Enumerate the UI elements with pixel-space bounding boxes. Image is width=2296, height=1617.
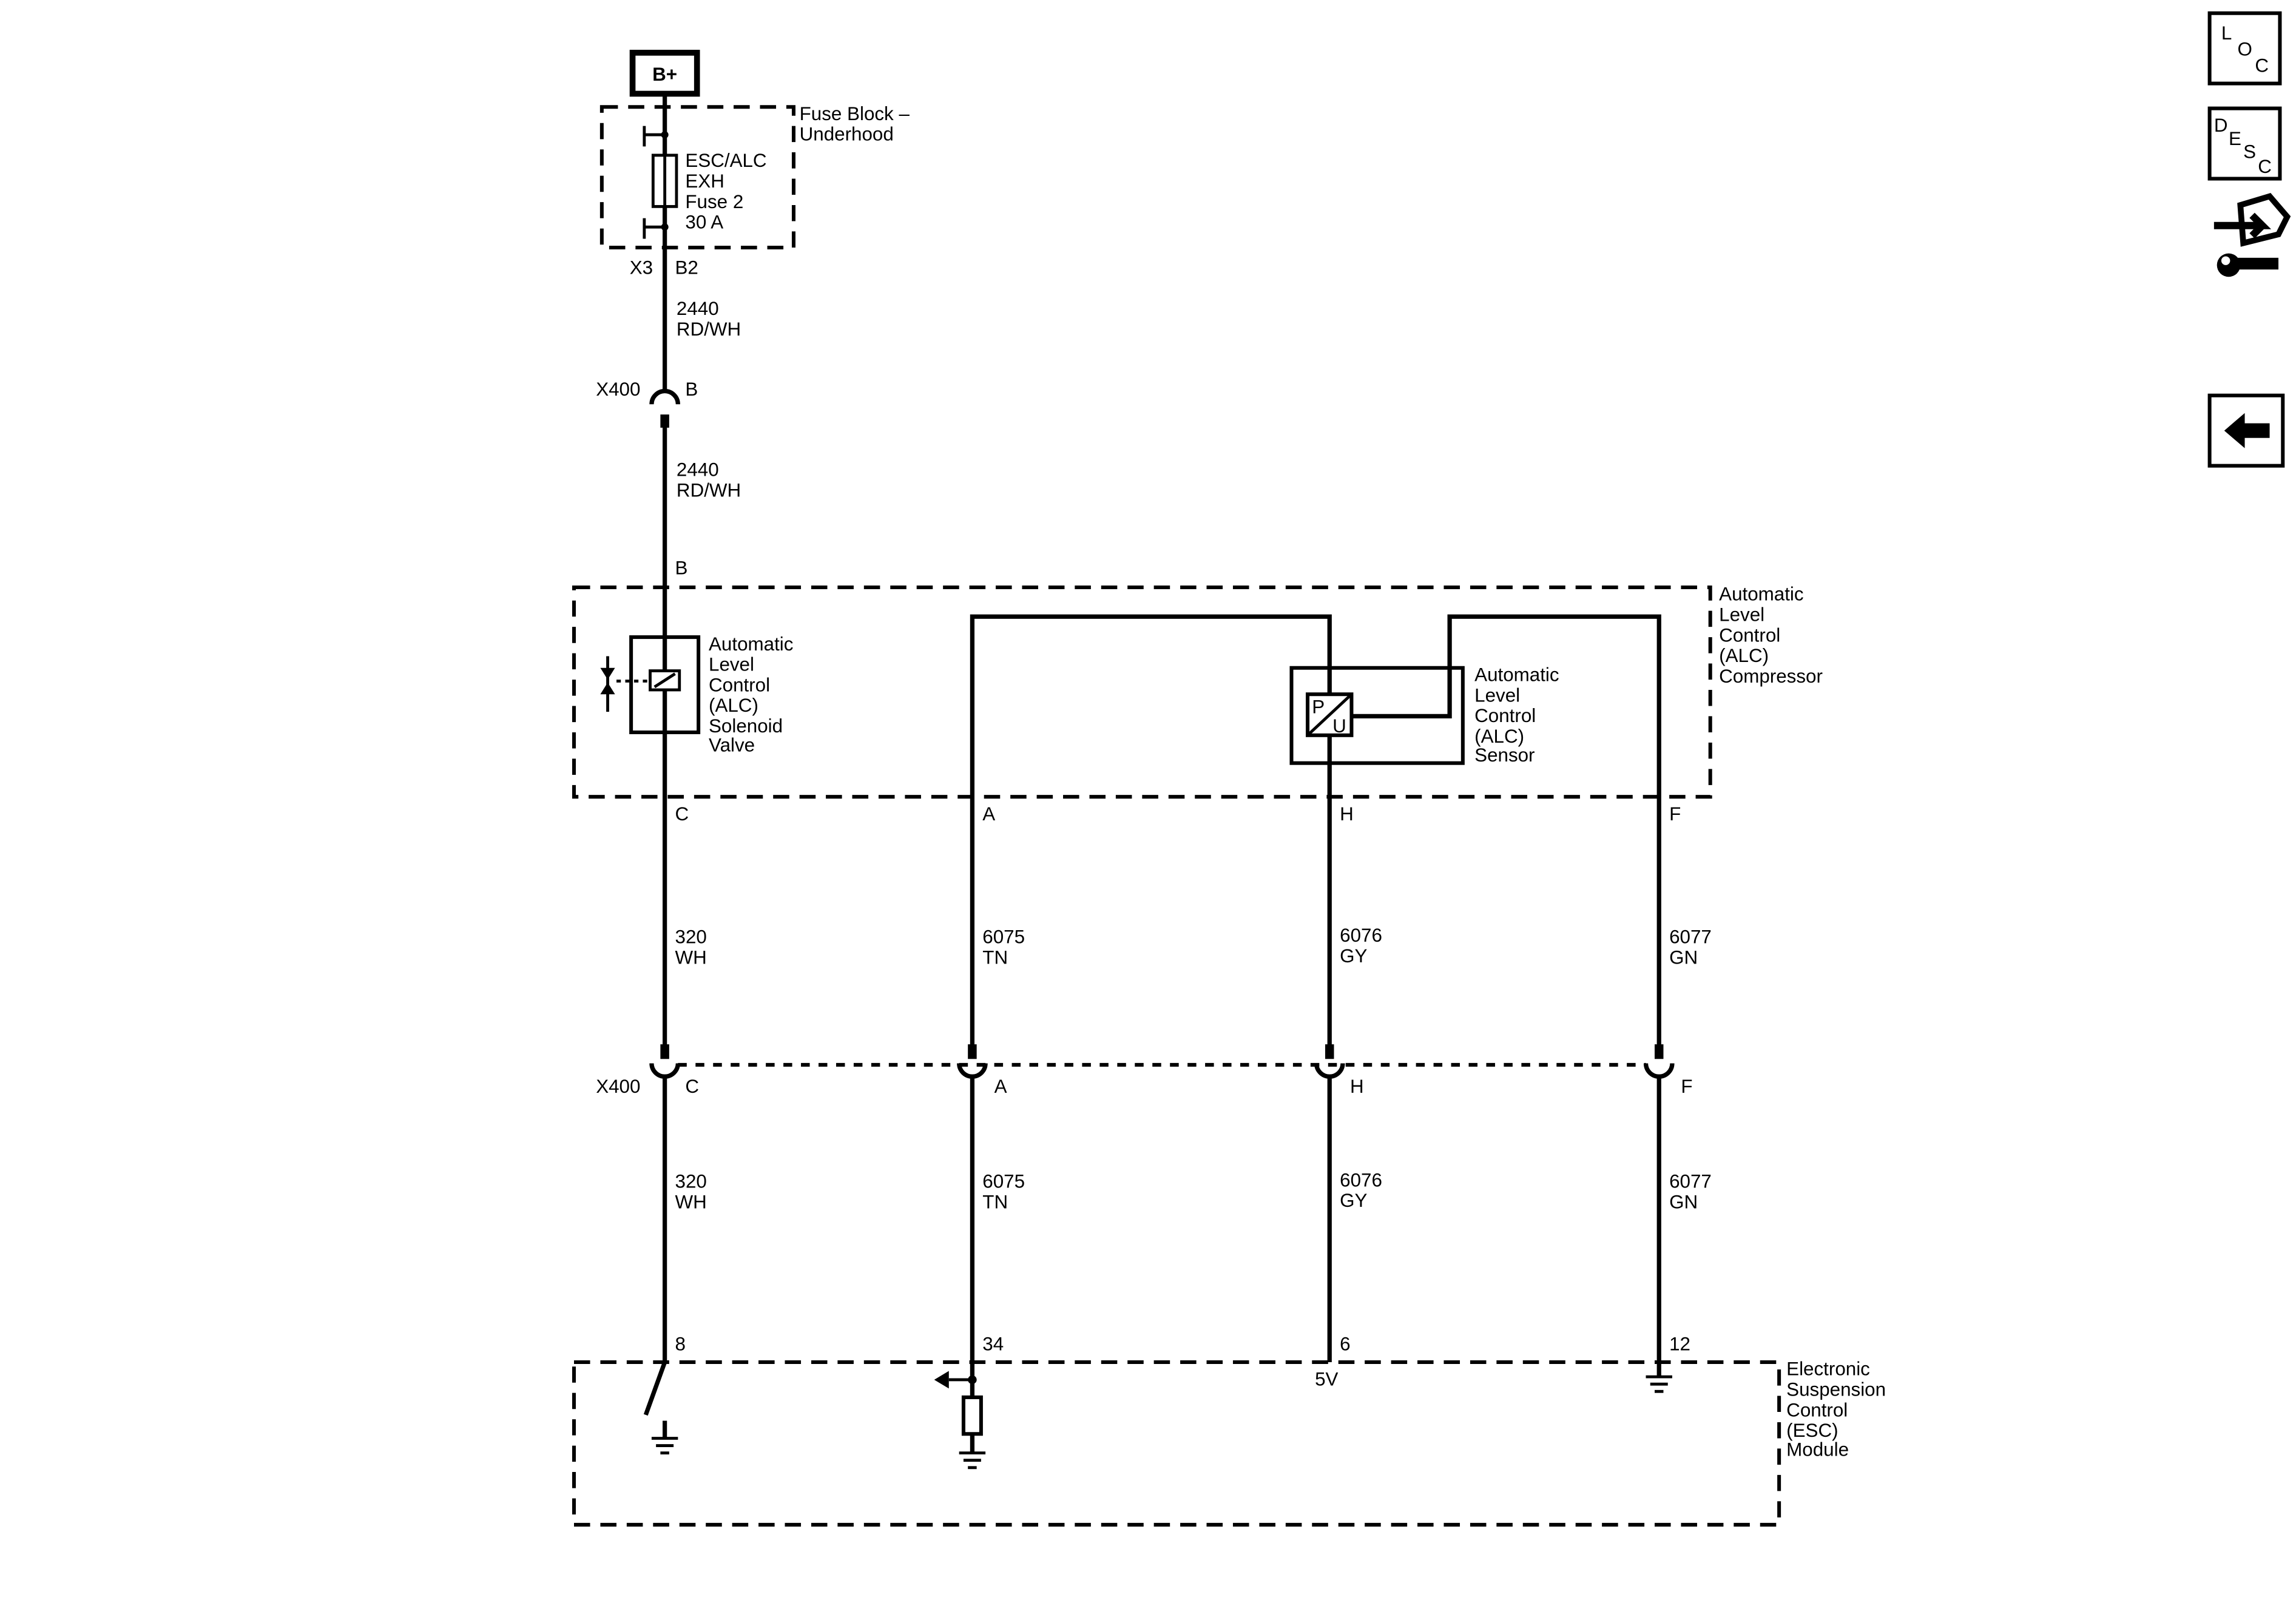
fuse-connector-label: X3 [630,257,653,278]
module-pin-8: 8 [675,1334,686,1355]
module-name-3: Control [1786,1399,1848,1420]
module-voltage-label: 5V [1315,1369,1338,1390]
wire-6075-color-lower: TN [982,1192,1008,1213]
compressor-name-5: Compressor [1719,666,1823,687]
loc-letter-l: L [2221,22,2232,44]
compressor-name-4: (ALC) [1719,645,1769,666]
sensor-name-2: Level [1474,684,1520,706]
desc-letter-e: E [2229,128,2241,149]
compressor-name-2: Level [1719,604,1764,626]
wire-6076-circuit-upper: 6076 [1340,925,1382,946]
wire-6077-color-lower: GN [1669,1192,1698,1213]
module-pin-6: 6 [1340,1334,1350,1355]
ground-symbol [1646,1375,1672,1393]
x400-top-pin: B [685,379,698,400]
sensor-symbol-u: U [1332,715,1346,737]
sensor-name-3: Control [1474,705,1536,726]
solenoid-name-1: Automatic [709,633,793,655]
x400-bottom-pin-f: F [1681,1076,1692,1097]
x400-top-name: X400 [596,379,640,400]
wire-320-color-lower: WH [675,1192,707,1213]
fuse-block-name-2: Underhood [800,124,894,145]
fuse-text-4: 30 A [685,212,723,233]
desc-button[interactable]: D E S C [2207,106,2282,181]
wire-6075-color-upper: TN [982,947,1008,968]
wire-6077-color-upper: GN [1669,947,1698,968]
sensor-name-4: (ALC) [1474,726,1524,747]
compressor-name-1: Automatic [1719,584,1803,605]
module-pin-34: 34 [982,1334,1004,1355]
compressor-pin-h: H [1340,803,1354,825]
esc-module: Electronic Suspension Control (ESC) Modu… [572,1359,1886,1527]
solenoid-name-5: Solenoid [709,715,783,737]
wire-2440-circuit-lower: 2440 [677,459,719,481]
x400-bottom-pin-c: C [685,1076,699,1097]
battery-positive-box: B+ [629,50,700,97]
sensor-symbol-p: P [1312,697,1325,718]
desc-letter-s: S [2243,141,2256,163]
compressor-pin-a: A [982,803,995,825]
sensor-input-circuit [934,1371,986,1470]
wire-6077-circuit-upper: 6077 [1669,927,1712,948]
wire-6076-color-lower: GY [1340,1190,1367,1211]
fuse-block-underhood: Fuse Block – Underhood ESC/ALC EXH Fuse … [599,103,910,278]
solenoid-driver-switch [643,1361,678,1455]
solenoid-name-2: Level [709,654,754,675]
sensor-name-1: Automatic [1474,664,1559,685]
wire-col4-internal [1352,614,1661,1058]
desc-letter-c: C [2258,156,2272,177]
wire-2440-color-upper: RD/WH [677,319,741,340]
fuse-block-name-1: Fuse Block – [800,103,910,124]
loc-letter-c: C [2255,55,2269,76]
compressor-name-3: Control [1719,624,1780,646]
compressor-pin-c: C [675,803,689,825]
module-name-5: Module [1786,1439,1849,1460]
desc-letter-d: D [2214,115,2228,136]
battery-positive-label: B+ [652,64,677,85]
solenoid-name-3: Control [709,674,770,695]
connector-tool-icon[interactable] [2213,192,2291,277]
alc-compressor: Automatic Level Control (ALC) Compressor [572,584,1823,799]
sensor-name-5: Sensor [1474,744,1535,766]
alc-sensor: P U Automatic Level Control (ALC) Sensor [1289,664,1559,766]
wire-6076-color-upper: GY [1340,945,1367,967]
wire-320-color-upper: WH [675,947,707,968]
fuse-terminal-bottom [643,218,665,239]
fuse-terminal-top [643,126,665,147]
alc-solenoid-valve: Automatic Level Control (ALC) Solenoid V… [600,633,793,755]
fuse-text-1: ESC/ALC [685,150,766,171]
loc-letter-o: O [2237,39,2252,60]
fuse-pin-label: B2 [675,257,698,278]
solenoid-name-6: Valve [709,734,755,755]
solenoid-name-4: (ALC) [709,695,758,716]
x400-bottom-pin-a: A [994,1076,1007,1097]
wire-6077-circuit-lower: 6077 [1669,1171,1712,1192]
x400-bottom-name: X400 [596,1076,640,1097]
wire-2440-circuit-upper: 2440 [677,298,719,319]
wire-col2-internal [970,614,1332,1058]
wire-320-circuit-upper: 320 [675,927,707,948]
module-pin-12: 12 [1669,1334,1690,1355]
wire-6075-circuit-upper: 6075 [982,927,1025,948]
wire-320-circuit-lower: 320 [675,1171,707,1192]
inline-connector-x400-row: X400 C A H F [596,1044,1693,1097]
wire-6076-circuit-lower: 6076 [1340,1169,1382,1190]
fuse-text-3: Fuse 2 [685,191,743,212]
fuse-text-2: EXH [685,170,724,192]
back-button[interactable] [2207,393,2285,468]
inline-connector-x400-b: X400 B [596,379,698,428]
x400-bottom-pin-h: H [1350,1076,1364,1097]
module-name-2: Suspension [1786,1379,1886,1400]
module-name-1: Electronic [1786,1359,1870,1380]
module-name-4: (ESC) [1786,1420,1838,1441]
compressor-input-pin: B [675,557,688,578]
back-arrow-icon [2224,413,2270,448]
loc-button[interactable]: L O C [2207,11,2282,86]
compressor-pin-f: F [1669,803,1681,825]
wire-2440-color-lower: RD/WH [677,479,741,501]
wire-6075-circuit-lower: 6075 [982,1171,1025,1192]
